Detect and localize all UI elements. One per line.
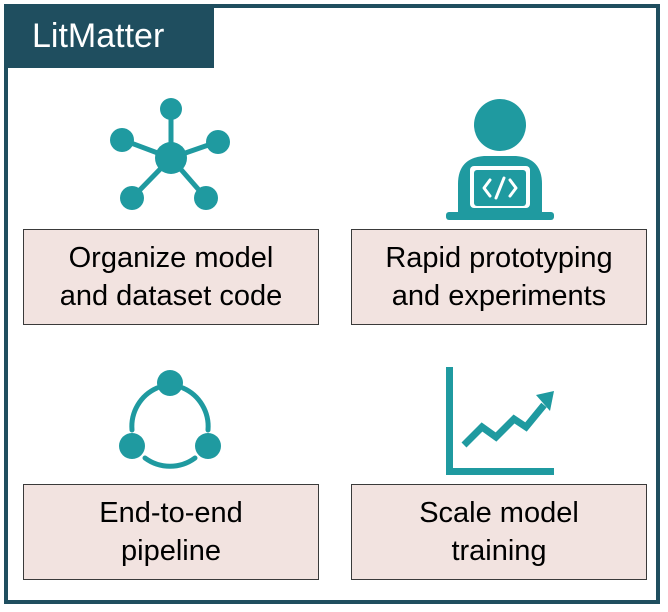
cycle-pipeline-icon xyxy=(119,370,221,469)
developer-laptop-icon xyxy=(446,99,554,220)
growth-chart-icon xyxy=(446,367,554,475)
panel-label-pipeline: End-to-end pipeline xyxy=(23,484,319,580)
title-tab: LitMatter xyxy=(4,4,214,68)
panel-label-organize: Organize model and dataset code xyxy=(23,229,319,325)
panel-label-prototyping: Rapid prototyping and experiments xyxy=(351,229,647,325)
network-graph-icon xyxy=(110,98,230,210)
panel-label-scale: Scale model training xyxy=(351,484,647,580)
